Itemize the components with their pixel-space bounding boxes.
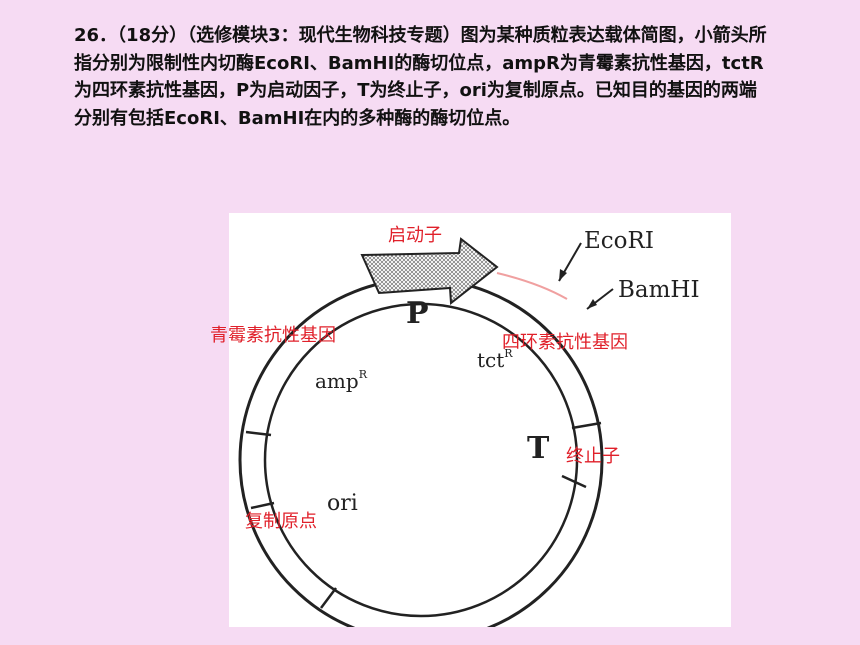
question-text: 26．（18分）（选修模块3：现代生物科技专题）图为某种质粒表达载体简图，小箭头…	[74, 25, 767, 129]
plasmid-svg: EcoRI BamHI P ampR tctR T ori	[238, 228, 700, 627]
ecori-arrowhead	[559, 269, 567, 281]
promoter-annotation: 启动子	[388, 225, 442, 246]
tet-gene-annotation: 四环素抗性基因	[502, 332, 628, 353]
segment-divider-bottom	[320, 587, 337, 609]
promoter-p-label: P	[406, 296, 429, 331]
tct-label: tctR	[477, 347, 513, 372]
bamhi-arrowhead	[587, 299, 597, 309]
segment-divider-left	[245, 430, 272, 437]
segment-divider-right-lower	[561, 474, 587, 489]
terminator-annotation: 终止子	[566, 446, 620, 467]
ecori-label: EcoRI	[584, 228, 654, 254]
amp-label: ampR	[315, 368, 368, 393]
ori-label: ori	[327, 491, 358, 516]
promoter-arrow	[360, 237, 499, 305]
plasmid-diagram: EcoRI BamHI P ampR tctR T ori	[229, 213, 731, 627]
origin-annotation: 复制原点	[245, 511, 317, 532]
amp-gene-annotation: 青霉素抗性基因	[210, 325, 336, 346]
segment-divider-right-upper	[571, 421, 602, 430]
segment-divider-lower-left	[250, 501, 275, 510]
site-highlight-arc	[496, 272, 568, 300]
plasmid-inner-ring	[263, 302, 579, 618]
terminator-t-label: T	[527, 431, 550, 466]
bamhi-label: BamHI	[618, 277, 700, 303]
